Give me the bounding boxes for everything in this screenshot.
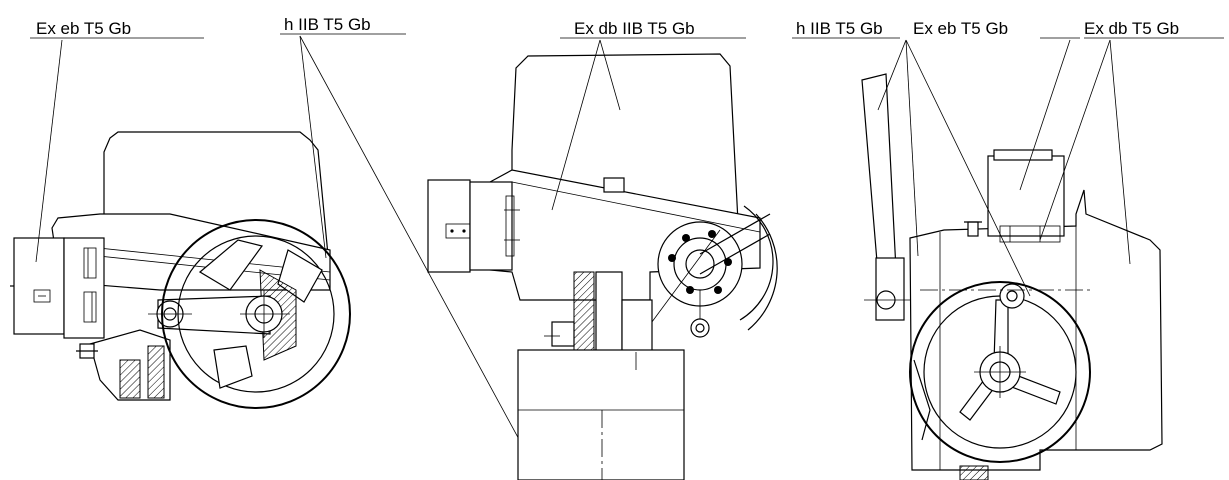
left-handwheel [161, 219, 351, 409]
middle-terminal-box [427, 179, 471, 273]
left-actuator-view [10, 33, 541, 479]
label-right-ex-db: Ex db T5 Gb [1084, 19, 1179, 38]
right-handle-lever [861, 73, 897, 275]
right-actuator-view [792, 37, 1224, 480]
label-left-ex-eb: Ex eb T5 Gb [36, 19, 131, 38]
left-terminal-box [13, 237, 65, 335]
right-handwheel [909, 281, 1091, 463]
middle-actuator-view [427, 37, 778, 480]
label-middle-ex-db: Ex db IIB T5 Gb [574, 19, 695, 38]
right-motor-block [987, 155, 1065, 237]
middle-handwheel-hub [645, 205, 778, 338]
label-left-h-iib: h IIB T5 Gb [284, 15, 371, 34]
label-right-ex-eb: Ex eb T5 Gb [913, 19, 1008, 38]
middle-valve-base [517, 349, 685, 480]
label-right-h-iib: h IIB T5 Gb [796, 19, 883, 38]
